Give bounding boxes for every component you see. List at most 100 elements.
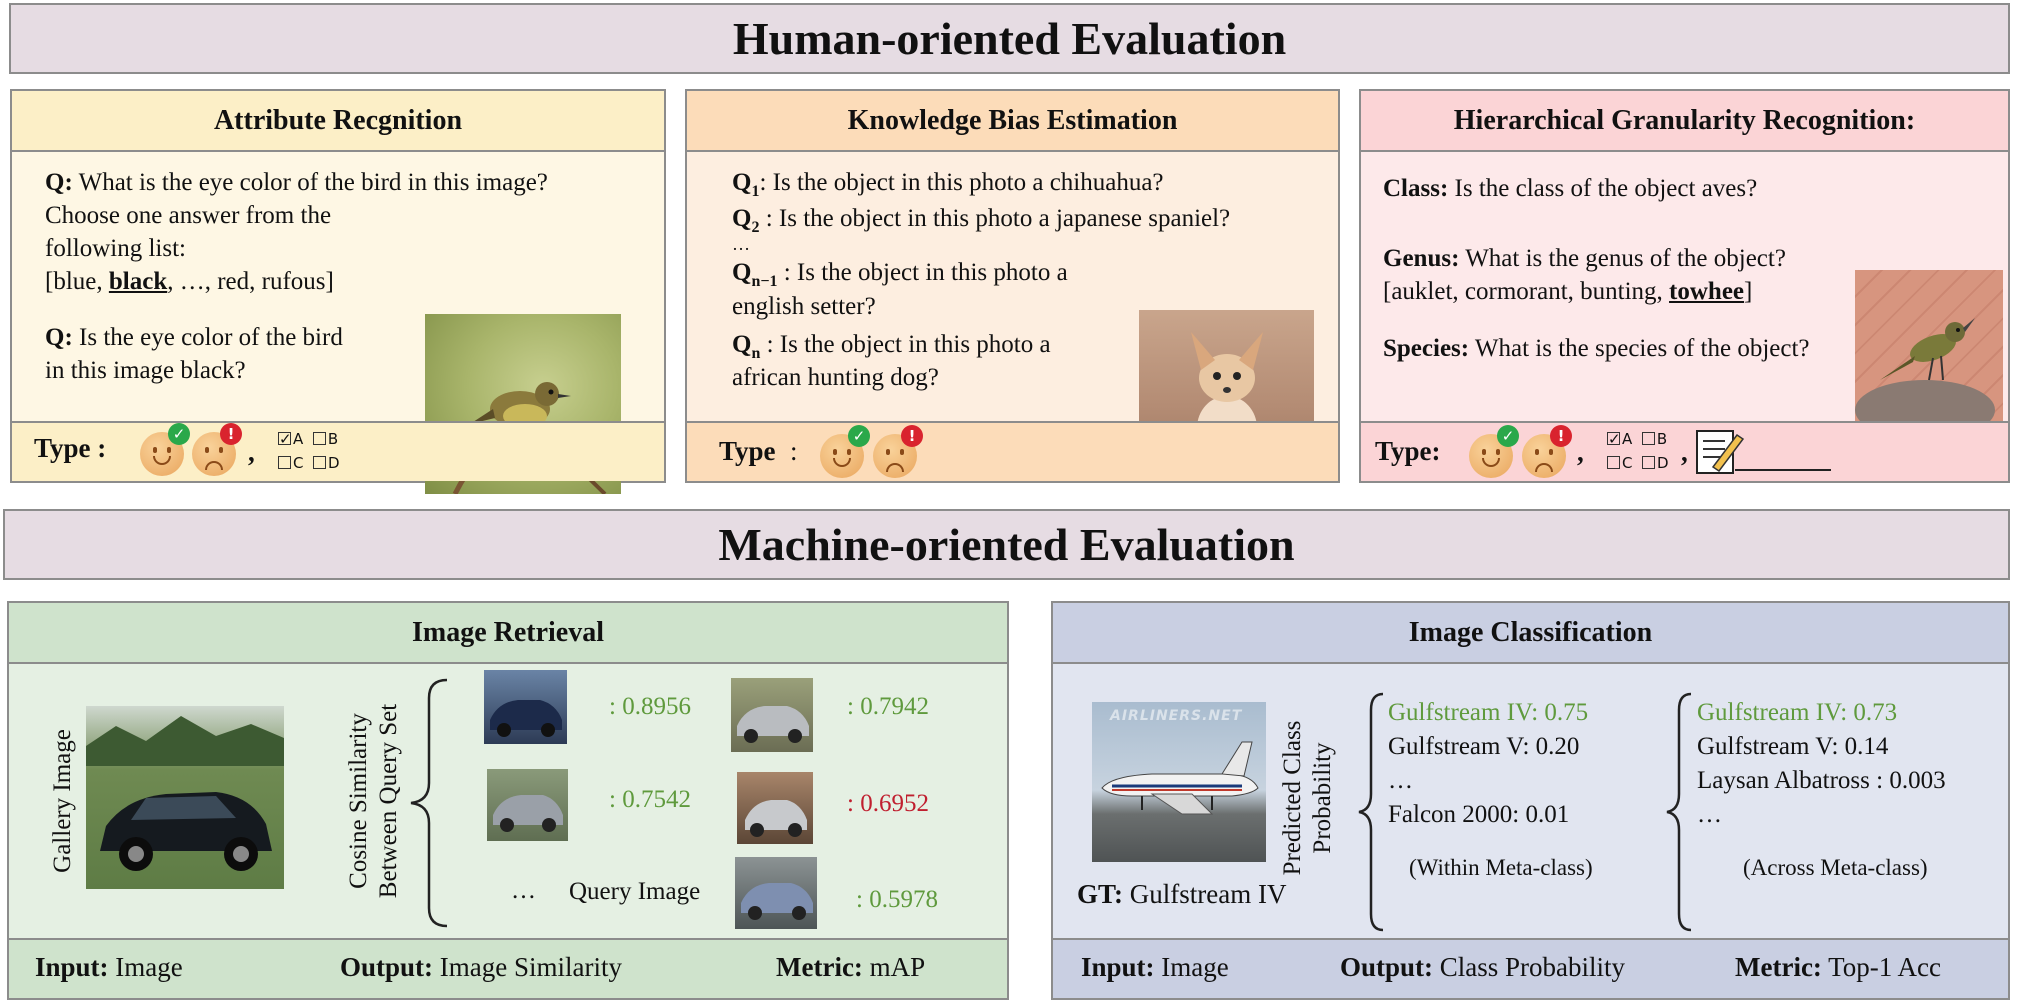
exclamation-icon: ! (901, 425, 923, 447)
attr-type-footer: Type : ✓ ! , A B C D (12, 421, 664, 481)
photo-watermark: AIRLINERS.NET (1110, 708, 1243, 724)
kb-type-colon: : (790, 436, 798, 466)
attr-answer-list: [blue, black, …, red, rufous] (45, 268, 334, 295)
sad-face-icon: ! (873, 425, 923, 478)
knowledge-bias-panel: Knowledge Bias Estimation Q1: Is the obj… (685, 89, 1340, 483)
checkbox-icon (1642, 456, 1656, 469)
kb-type-label: Type (719, 436, 776, 466)
hg-genus-question: Genus: What is the genus of the object? (1383, 245, 1786, 272)
attr-question-1: Q: What is the eye color of the bird in … (45, 169, 548, 196)
checked-box-icon (278, 427, 292, 451)
left-brace-icon (1358, 692, 1384, 932)
hierarchical-granularity-header: Hierarchical Granularity Recognition: (1361, 91, 2008, 152)
towhee-illustration (1855, 318, 1995, 426)
kb-question-1: Q1: Is the object in this photo a chihua… (732, 169, 1164, 200)
across-meta-class-caption: (Across Meta-class) (1743, 855, 1928, 880)
within-prob: Gulfstream V: 0.20 (1388, 733, 1580, 760)
knowledge-bias-title: Knowledge Bias Estimation (847, 104, 1178, 136)
kb-question-3-line2: english setter? (732, 293, 876, 320)
kb-question-3: Qn−1 : Is the object in this photo a (732, 259, 1068, 290)
similarity-score: : 0.5978 (856, 886, 938, 913)
across-prob: Gulfstream IV: 0.73 (1697, 699, 1898, 726)
within-prob: … (1388, 767, 1413, 794)
similarity-score: : 0.7542 (609, 786, 691, 813)
similarity-score: : 0.6952 (847, 790, 929, 817)
classification-output: Output: Class Probability (1340, 952, 1626, 982)
across-prob: … (1697, 801, 1722, 828)
similarity-score: : 0.8956 (609, 693, 691, 720)
gallery-car-photo (86, 706, 284, 889)
checkbox-icon (313, 456, 327, 469)
hg-type-label: Type: (1375, 436, 1441, 466)
query-car-4 (737, 772, 813, 844)
airplane-photo: AIRLINERS.NET (1092, 702, 1266, 862)
happy-face-icon: ✓ (820, 425, 870, 478)
ground-truth-label: GT: Gulfstream IV (1077, 879, 1287, 909)
kb-question-2: Q2 : Is the object in this photo a japan… (732, 205, 1231, 236)
image-retrieval-header: Image Retrieval (9, 603, 1007, 664)
cosine-similarity-label: Cosine Similarity Between Query Set (345, 703, 402, 899)
query-car-2 (731, 678, 813, 752)
retrieval-ellipsis: … (511, 877, 536, 904)
towhee-photo (1855, 270, 2003, 426)
knowledge-bias-header: Knowledge Bias Estimation (687, 91, 1338, 152)
query-car-3 (487, 769, 568, 841)
retrieval-input: Input: Image (35, 952, 183, 982)
hg-genus-list: [auklet, cormorant, bunting, towhee] (1383, 278, 1753, 305)
attr-question-1-line3: following list: (45, 235, 186, 262)
retrieval-footer: Input: Image Output: Image Similarity Me… (9, 938, 1007, 998)
image-retrieval-panel: Image Retrieval Gallery Image Cosine Sim… (7, 601, 1009, 1000)
exclamation-icon: ! (1550, 425, 1572, 447)
happy-face-icon: ✓ (1469, 425, 1519, 478)
kb-question-4: Qn : Is the object in this photo a (732, 331, 1051, 362)
checkbox-icon (278, 456, 291, 469)
attr-question-1-line2: Choose one answer from the (45, 202, 332, 229)
within-prob: Gulfstream IV: 0.75 (1388, 699, 1589, 726)
machine-evaluation-banner: Machine-oriented Evaluation (3, 509, 2010, 580)
within-meta-class-caption: (Within Meta-class) (1409, 855, 1593, 880)
kb-type-footer: Type : ✓ ! (687, 421, 1338, 481)
classification-metric: Metric: Top-1 Acc (1735, 952, 1942, 982)
kb-question-4-line2: african hunting dog? (732, 364, 939, 391)
attribute-recognition-header: Attribute Recgnition (12, 91, 664, 152)
kb-ellipsis: … (732, 234, 750, 254)
check-icon: ✓ (168, 423, 190, 445)
query-image-label: Query Image (569, 878, 701, 905)
airplane-illustration (1101, 741, 1259, 815)
classification-footer: Input: Image Output: Class Probability M… (1053, 938, 2008, 998)
across-prob: Gulfstream V: 0.14 (1697, 733, 1889, 760)
attr-question-2-line2: in this image black? (45, 357, 246, 384)
attr-type-label: Type : (34, 433, 107, 463)
image-retrieval-title: Image Retrieval (411, 616, 605, 648)
across-prob: Laysan Albatross : 0.003 (1697, 767, 1946, 794)
checkbox-icon (1607, 456, 1620, 469)
query-car-5 (735, 857, 817, 929)
human-evaluation-banner: Human-oriented Evaluation (9, 3, 2010, 74)
within-prob: Falcon 2000: 0.01 (1388, 801, 1570, 828)
attr-type-comma: , (248, 437, 255, 467)
sad-face-icon: ! (1522, 425, 1572, 478)
hg-type-comma: , (1577, 437, 1584, 467)
image-classification-title: Image Classification (1408, 616, 1653, 648)
retrieval-metric: Metric: mAP (776, 952, 926, 982)
human-evaluation-title: Human-oriented Evaluation (732, 13, 1287, 64)
left-brace-icon (1666, 692, 1692, 932)
multiple-choice-icon: A B C D (278, 427, 340, 475)
checkbox-icon (1641, 432, 1655, 445)
left-brace-icon (410, 678, 448, 928)
happy-face-icon: ✓ (140, 423, 190, 476)
predicted-class-probability-label: Predicted Class Probability (1279, 720, 1336, 876)
free-text-answer-icon (1696, 430, 1831, 474)
check-icon: ✓ (1497, 425, 1519, 447)
retrieval-output: Output: Image Similarity (340, 952, 622, 982)
checked-box-icon (1607, 427, 1621, 451)
attribute-recognition-title: Attribute Recgnition (213, 104, 463, 136)
hg-type-comma-2: , (1681, 437, 1688, 467)
hg-type-footer: Type: ✓ ! , A B C D , (1361, 421, 2008, 481)
sad-face-icon: ! (192, 423, 242, 476)
hg-class-question: Class: Is the class of the object aves? (1383, 175, 1758, 202)
similarity-score: : 0.7942 (847, 693, 929, 720)
multiple-choice-icon: A B C D (1607, 427, 1669, 475)
check-icon: ✓ (848, 425, 870, 447)
hierarchical-granularity-panel: Hierarchical Granularity Recognition: Cl… (1359, 89, 2010, 483)
